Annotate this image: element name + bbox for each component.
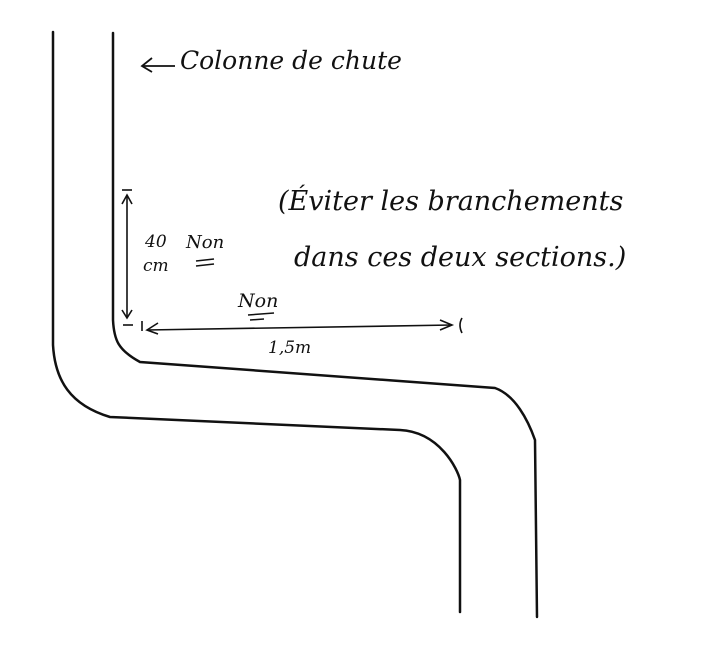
pipe-outer-wall xyxy=(51,30,462,614)
vertical-dimension-arrow-icon xyxy=(121,189,133,326)
column-pointer-arrow-icon xyxy=(140,57,175,73)
horizontal-dimension-arrow-icon xyxy=(141,317,463,335)
horizontal-no-label: Non xyxy=(238,290,279,312)
horizontal-dim-label: 1,5m xyxy=(268,338,312,358)
horizontal-no-underline xyxy=(247,312,275,321)
vertical-no-label: Non xyxy=(186,232,225,253)
vertical-dim-value: 40 xyxy=(145,232,167,252)
pipe-inner-wall xyxy=(111,31,539,619)
vertical-dim-unit: cm xyxy=(143,256,169,276)
column-label: Colonne de chute xyxy=(180,46,402,75)
note-line-1: (Éviter les branchements xyxy=(278,186,624,217)
vertical-no-underline xyxy=(195,258,215,267)
note-line-2: dans ces deux sections.) xyxy=(294,242,627,273)
